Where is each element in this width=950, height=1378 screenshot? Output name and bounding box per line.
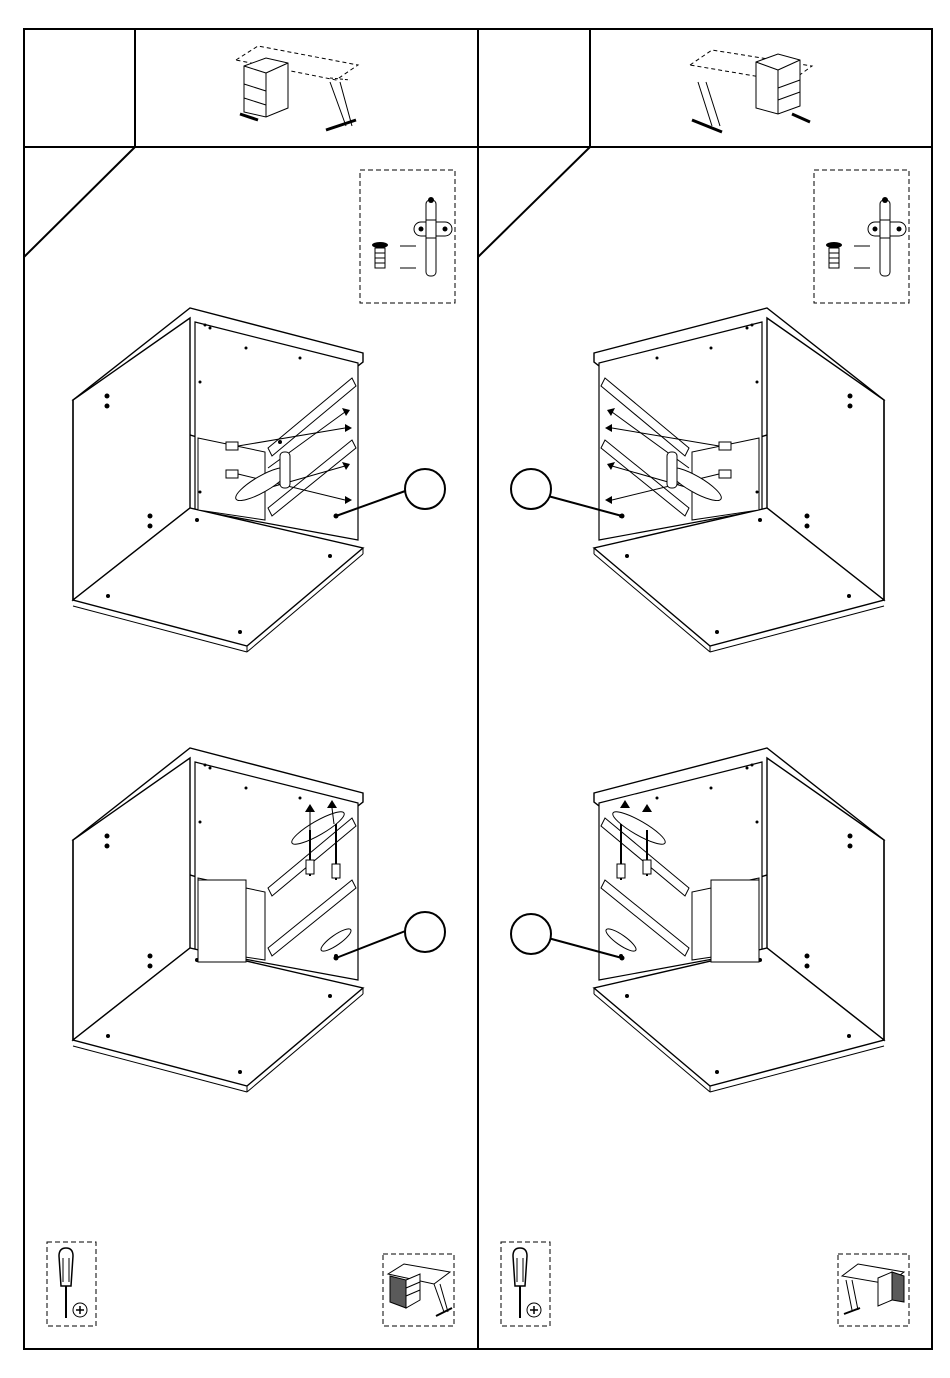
desk-with-drawer-unit-right-icon [690, 50, 812, 132]
callout-circle-left-bottom [405, 912, 445, 952]
tool-box-right [501, 1242, 550, 1326]
cabinet-diagram-left-top [73, 308, 363, 652]
assembled-desk-right-icon [842, 1264, 904, 1314]
phillips-screwdriver-icon [59, 1248, 87, 1318]
tool-box-left [47, 1242, 96, 1326]
callout-circle-right-bottom [511, 914, 551, 954]
rod-with-plate-icon [868, 197, 906, 276]
desk-with-drawer-unit-left-icon [236, 46, 358, 130]
corner-tab-left [24, 147, 135, 257]
cabinet-diagram-right-bottom [594, 748, 884, 1092]
assembled-desk-left-icon [388, 1264, 452, 1316]
corner-tab-right [478, 147, 590, 257]
rod-with-plate-icon [414, 197, 452, 276]
hardware-box-left [360, 170, 455, 303]
hardware-box-right [814, 170, 909, 303]
callout-circle-left-top [405, 469, 445, 509]
cabinet-diagram-left-bottom [73, 748, 363, 1092]
phillips-screwdriver-icon [513, 1248, 541, 1318]
cam-screw-icon [372, 242, 388, 268]
cabinet-diagram-right-top [594, 308, 884, 652]
cam-screw-icon [826, 242, 842, 268]
result-box-right [838, 1254, 909, 1326]
callout-circle-right-top [511, 469, 551, 509]
result-box-left [383, 1254, 454, 1326]
